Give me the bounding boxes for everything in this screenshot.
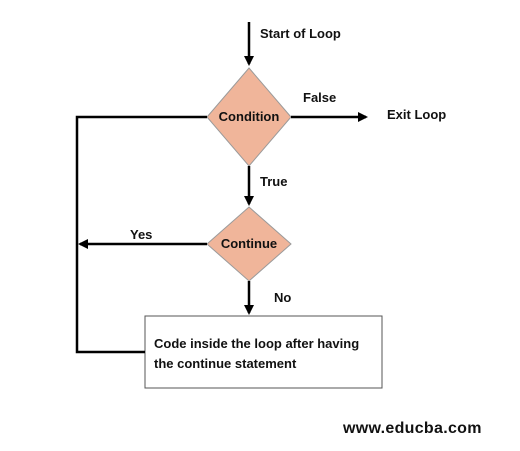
start-label: Start of Loop <box>260 26 341 41</box>
no-label: No <box>274 290 292 305</box>
loop-back-line <box>75 115 207 354</box>
false-label: False <box>303 90 337 105</box>
code-box-text: Code inside the loop after having the co… <box>154 336 360 371</box>
continue-label: Continue <box>220 236 278 251</box>
condition-label: Condition <box>218 109 280 124</box>
watermark: www.educba.com <box>343 420 482 437</box>
true-label: True <box>260 174 288 189</box>
yes-label: Yes <box>130 227 153 242</box>
exit-loop-label: Exit Loop <box>387 107 447 122</box>
